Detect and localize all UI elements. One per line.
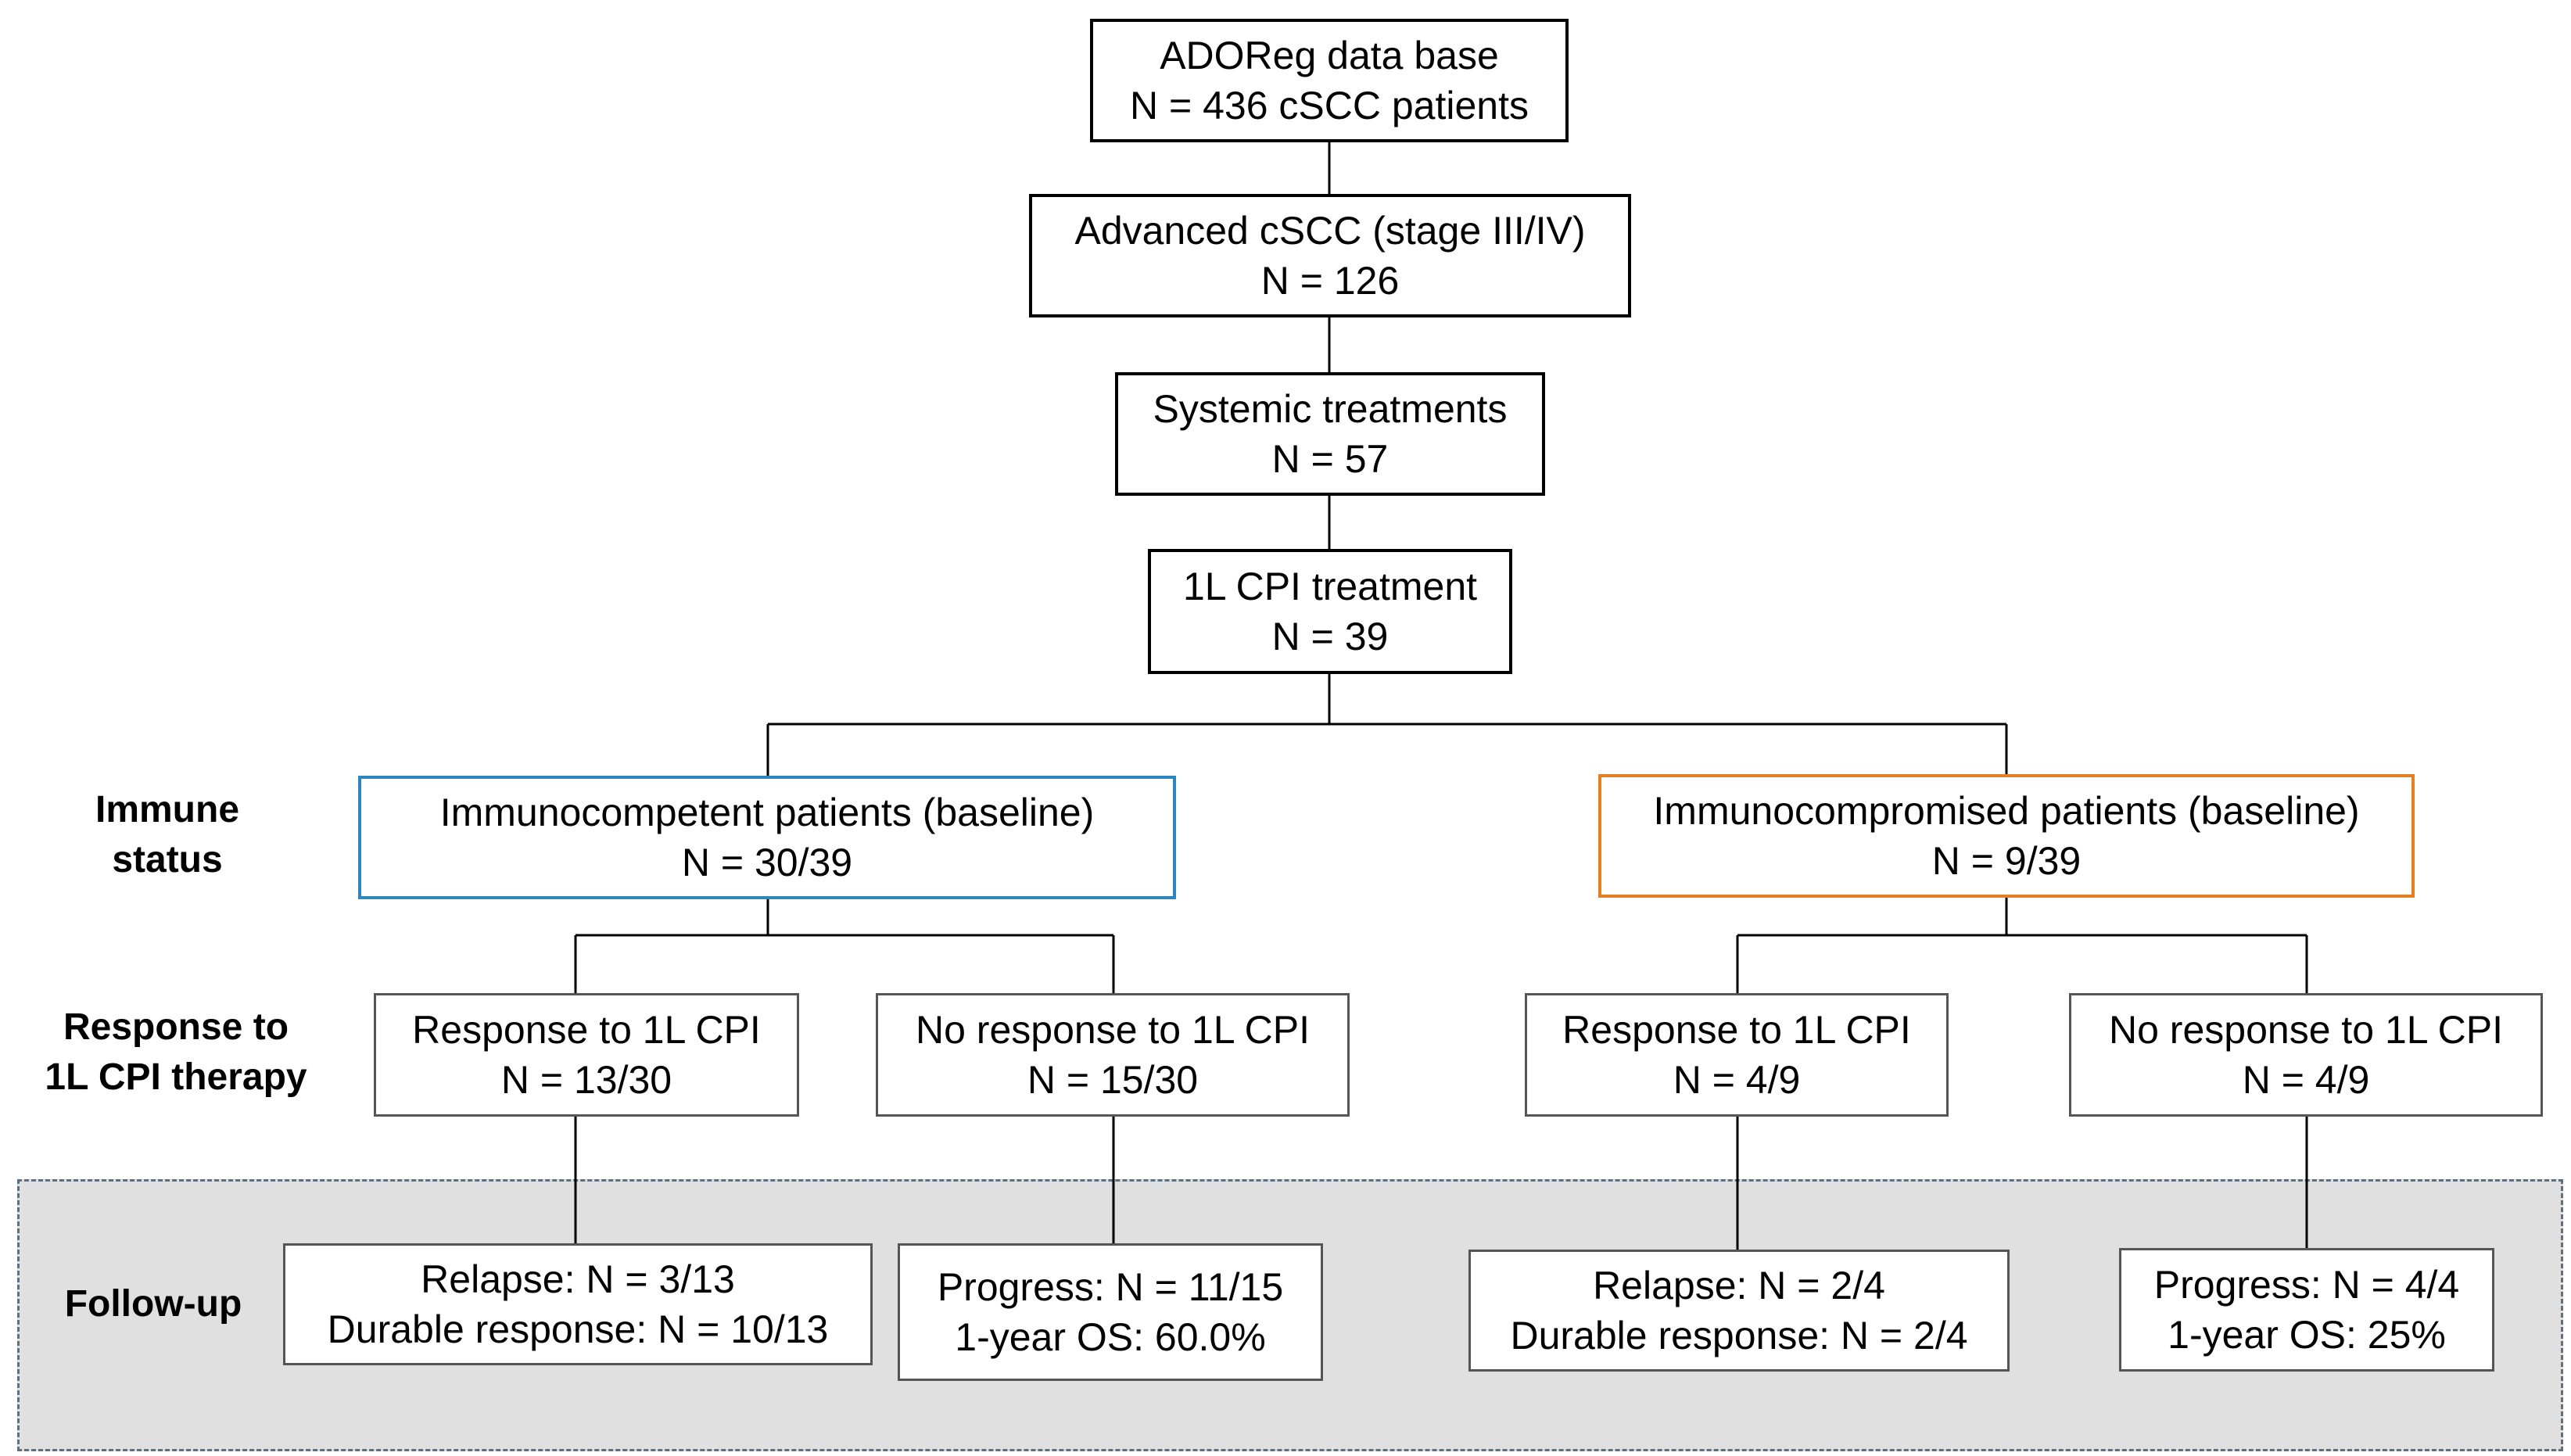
box-line-1: Immunocompetent patients (baseline) <box>439 791 1095 834</box>
label-line-1: Response to <box>63 1006 289 1048</box>
box-compromised-noresponse-followup: Progress: N = 4/4 1-year OS: 25% <box>2119 1248 2494 1372</box>
label-line-1: Immune <box>95 789 240 830</box>
box-advanced-cscc: Advanced cSCC (stage III/IV) N = 126 <box>1029 194 1631 317</box>
box-line-2: N = 15/30 <box>1027 1058 1199 1102</box>
box-line-2: 1-year OS: 25% <box>2168 1313 2446 1357</box>
label-response-to-1l-cpi: Response to 1L CPI therapy <box>16 1002 336 1103</box>
label-follow-up: Follow-up <box>44 1279 263 1329</box>
box-immunocompromised: Immunocompromised patients (baseline) N … <box>1598 774 2415 898</box>
box-line-2: Durable response: N = 2/4 <box>1510 1314 1968 1357</box>
box-line-2: N = 436 cSCC patients <box>1130 84 1529 127</box>
box-competent-no-response: No response to 1L CPI N = 15/30 <box>876 993 1350 1117</box>
box-line-2: N = 39 <box>1271 615 1389 658</box>
label-line-2: 1L CPI therapy <box>45 1056 307 1098</box>
box-line-1: No response to 1L CPI <box>2109 1008 2503 1052</box>
box-line-2: N = 4/9 <box>2242 1058 2370 1102</box>
box-line-1: No response to 1L CPI <box>916 1008 1310 1052</box>
box-line-1: Progress: N = 11/15 <box>937 1265 1284 1309</box>
box-competent-response-followup: Relapse: N = 3/13 Durable response: N = … <box>283 1243 873 1365</box>
box-compromised-response: Response to 1L CPI N = 4/9 <box>1525 993 1949 1117</box>
box-line-2: N = 9/39 <box>1931 839 2082 883</box>
label-immune-status: Immune status <box>58 785 277 885</box>
box-compromised-response-followup: Relapse: N = 2/4 Durable response: N = 2… <box>1468 1250 2010 1372</box>
box-systemic-treatments: Systemic treatments N = 57 <box>1115 372 1545 496</box>
box-immunocompetent: Immunocompetent patients (baseline) N = … <box>358 776 1176 899</box>
box-line-2: Durable response: N = 10/13 <box>327 1307 829 1351</box>
box-competent-response: Response to 1L CPI N = 13/30 <box>374 993 799 1117</box>
box-line-1: Immunocompromised patients (baseline) <box>1653 789 2360 833</box>
box-line-1: Response to 1L CPI <box>412 1008 761 1052</box>
box-line-1: Response to 1L CPI <box>1562 1008 1911 1052</box>
box-line-2: N = 4/9 <box>1673 1058 1801 1102</box>
box-adoreg-database: ADOReg data base N = 436 cSCC patients <box>1090 19 1569 142</box>
box-line-2: N = 13/30 <box>500 1058 672 1102</box>
box-line-2: N = 30/39 <box>681 841 853 884</box>
box-line-1: Progress: N = 4/4 <box>2153 1263 2460 1307</box>
box-line-2: N = 126 <box>1260 259 1400 303</box>
box-line-1: 1L CPI treatment <box>1182 565 1478 608</box>
label-line-2: status <box>112 839 223 880</box>
box-line-1: Relapse: N = 2/4 <box>1593 1264 1885 1307</box>
box-compromised-no-response: No response to 1L CPI N = 4/9 <box>2069 993 2543 1117</box>
box-line-1: ADOReg data base <box>1160 34 1499 77</box>
label-line-1: Follow-up <box>64 1283 242 1325</box>
box-1l-cpi-treatment: 1L CPI treatment N = 39 <box>1148 549 1512 674</box>
box-line-2: 1-year OS: 60.0% <box>955 1315 1266 1359</box>
box-line-1: Relapse: N = 3/13 <box>421 1257 735 1301</box>
box-line-2: N = 57 <box>1271 437 1389 481</box>
box-line-1: Systemic treatments <box>1153 387 1508 431</box>
box-competent-noresponse-followup: Progress: N = 11/15 1-year OS: 60.0% <box>898 1243 1323 1381</box>
box-line-1: Advanced cSCC (stage III/IV) <box>1074 209 1586 253</box>
